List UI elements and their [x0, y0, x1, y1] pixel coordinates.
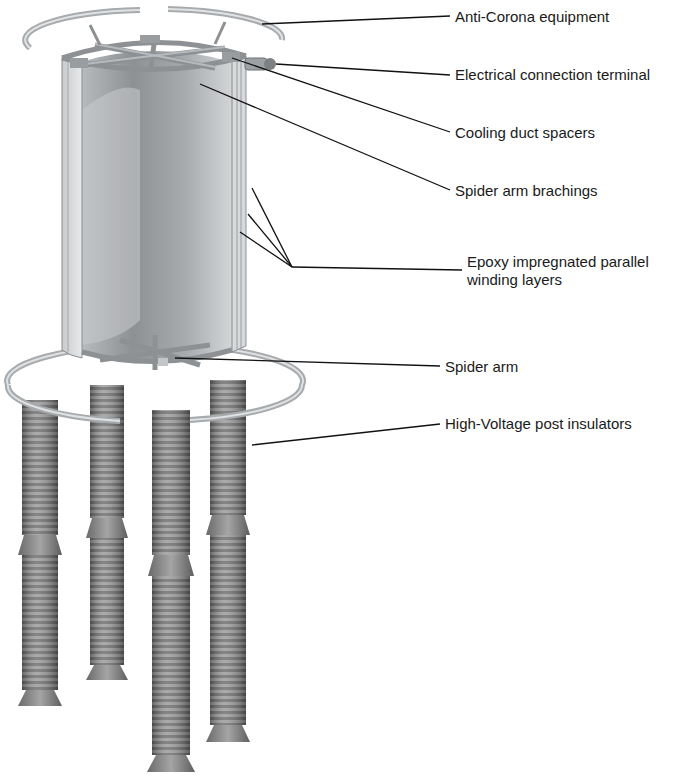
post-insulator [86, 385, 128, 680]
ring-bracket [90, 25, 100, 45]
insulator-shading [22, 400, 58, 535]
post-insulator [206, 380, 250, 742]
leader-line [232, 58, 450, 132]
callout-label: Electrical connection terminal [455, 66, 650, 84]
winding-interior [80, 51, 232, 361]
insulator-foot [147, 755, 195, 772]
cooling-duct-spacer [140, 35, 160, 43]
callout-label: Cooling duct spacers [455, 124, 595, 142]
spider-arm [82, 335, 232, 370]
connection-terminal [264, 58, 276, 70]
leader-lines [175, 16, 462, 445]
insulator-foot [18, 690, 62, 706]
leader-line [200, 84, 450, 190]
cooling-duct-spacer [70, 58, 88, 68]
cooling-duct-spacer [222, 52, 240, 62]
leader-line [175, 358, 440, 366]
leader-line [240, 232, 292, 267]
insulator-foot [206, 725, 250, 742]
callout-label: Epoxy impregnated parallel winding layer… [467, 253, 672, 289]
insulator-shading [22, 555, 58, 690]
leader-line [262, 16, 450, 24]
callout-label: Anti-Corona equipment [455, 8, 609, 26]
winding-shell [62, 58, 82, 358]
insulator-sheds [90, 385, 124, 518]
insulator-shading [210, 380, 246, 515]
spider-hub [158, 358, 168, 366]
winding-layer [237, 60, 238, 350]
leader-line [292, 267, 462, 270]
insulator-shading [210, 535, 246, 725]
insulator-foot [86, 665, 128, 680]
post-insulator [18, 400, 62, 706]
insulator-flange [206, 515, 250, 535]
anti-corona-ring [25, 9, 282, 48]
leader-line [252, 424, 440, 445]
insulator-shading [90, 538, 124, 665]
callout-label: Spider arm brachings [455, 182, 598, 200]
callout-label: High-Voltage post insulators [445, 415, 632, 433]
insulator-shading [90, 385, 124, 518]
callout-label: Spider arm [445, 358, 518, 376]
spider-branch [153, 335, 158, 370]
spider-branch [95, 44, 215, 67]
insulator-flange [18, 535, 62, 555]
insulator-sheds [90, 538, 124, 665]
insulator-flange [148, 555, 194, 576]
winding-layer [68, 60, 69, 352]
insulator-flange [86, 518, 128, 538]
insulator-sheds [152, 410, 190, 555]
ring-highlight [25, 9, 282, 48]
interior-highlight [82, 88, 140, 346]
leader-line [276, 64, 450, 75]
insulator-sheds [152, 576, 190, 755]
spider-branch [120, 340, 200, 365]
insulator-sheds [22, 555, 58, 690]
insulator-shading [152, 576, 190, 755]
insulator-sheds [22, 400, 58, 535]
insulator-sheds [210, 535, 246, 725]
spider-arm [62, 38, 246, 72]
spider-highlight [85, 44, 225, 67]
post-insulator [147, 410, 195, 772]
ring-bracket [215, 22, 225, 44]
insulator-shading [152, 410, 190, 555]
insulator-sheds [210, 380, 246, 515]
leader-line [248, 214, 292, 267]
leader-line [252, 188, 292, 267]
